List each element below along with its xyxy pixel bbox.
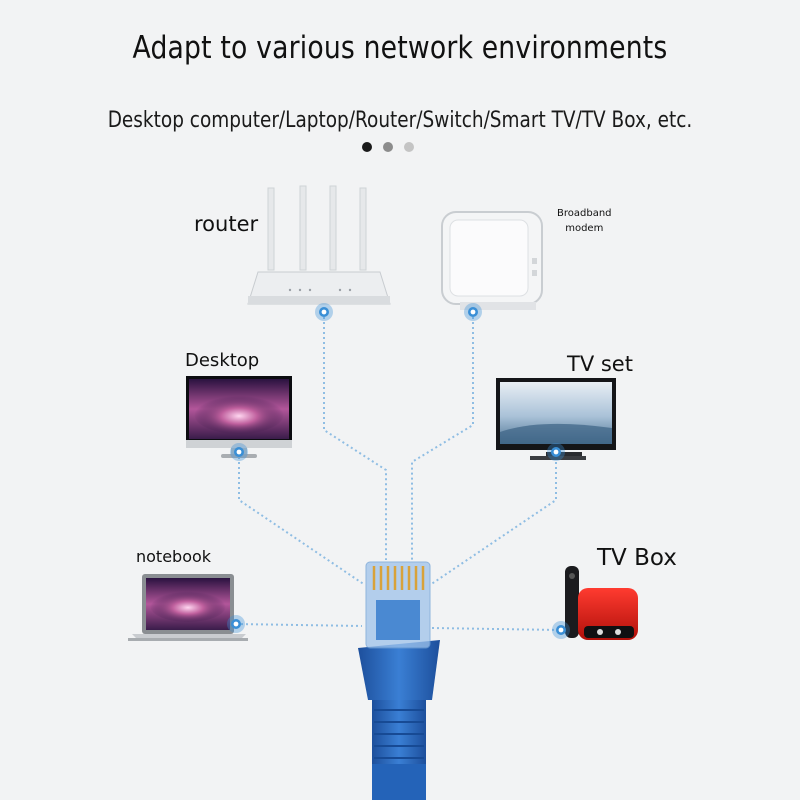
line-modem	[411, 312, 474, 560]
pagination-dot-3[interactable]	[404, 142, 414, 152]
router-icon	[247, 185, 391, 305]
notebook-label: notebook	[136, 547, 212, 566]
router-label: router	[194, 212, 259, 236]
pagination-dot-2[interactable]	[383, 142, 393, 152]
line-tvbox	[431, 627, 561, 631]
desktop-monitor-icon	[186, 376, 292, 458]
modem-icon	[441, 211, 543, 310]
line-desktop	[238, 452, 366, 586]
connector-dot-tvset	[547, 443, 565, 461]
modem-label-line1: Broadband	[557, 208, 612, 219]
connector-dot-notebook	[227, 615, 245, 633]
line-notebook	[235, 623, 363, 627]
tv-set-label: TV set	[567, 352, 633, 376]
rj45-cable-icon	[358, 561, 440, 800]
tv-icon	[496, 378, 616, 460]
connector-dots	[227, 303, 570, 639]
connector-dot-desktop	[230, 443, 248, 461]
line-tvset	[429, 452, 557, 586]
laptop-icon	[128, 574, 248, 641]
connector-dot-modem	[464, 303, 482, 321]
modem-label: Broadband modem	[557, 206, 612, 236]
desktop-label: Desktop	[185, 350, 260, 371]
tv-box-label: TV Box	[597, 545, 677, 571]
connection-lines	[235, 312, 561, 631]
carousel-pagination	[362, 142, 414, 152]
modem-label-line2: modem	[565, 223, 604, 234]
tv-box-icon	[565, 566, 638, 640]
headline: Adapt to various network environments	[132, 30, 668, 66]
line-router	[323, 312, 387, 560]
connector-dot-tvbox	[552, 621, 570, 639]
connector-dot-router	[315, 303, 333, 321]
pagination-dot-1[interactable]	[362, 142, 372, 152]
subheadline: Desktop computer/Laptop/Router/Switch/Sm…	[107, 108, 693, 133]
